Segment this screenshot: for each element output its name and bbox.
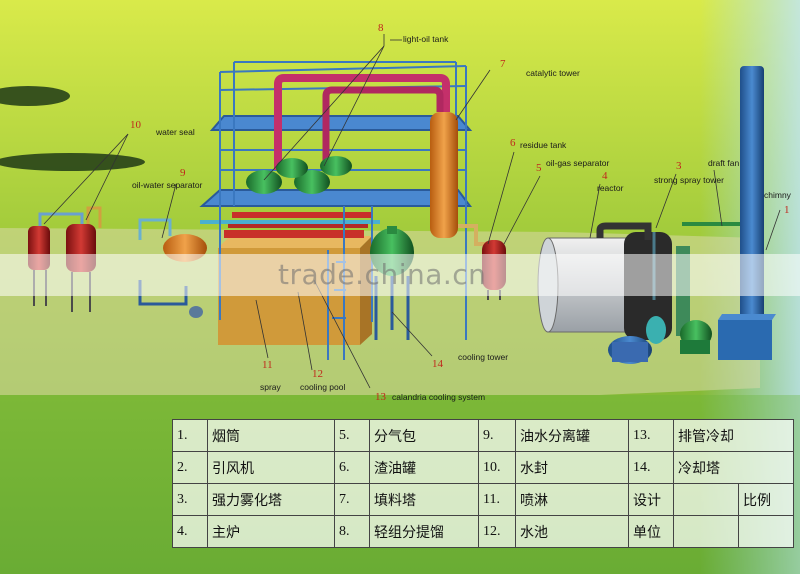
legend-blank (673, 515, 739, 548)
watermark-text: trade.china.cn (278, 258, 487, 291)
catalytic-tower (430, 112, 490, 246)
number-5: 5 (536, 162, 542, 174)
label-reactor: reactor (597, 183, 624, 193)
legend-scale: 比例 (738, 483, 794, 516)
number-13: 13 (375, 391, 386, 403)
label-oil-gas-separator: oil-gas separator (546, 158, 610, 168)
legend-item: 冷却塔 (673, 451, 794, 484)
number-1: 1 (784, 204, 790, 216)
legend-item: 填料塔 (369, 483, 479, 516)
legend-row: 1. 烟筒 5. 分气包 9. 油水分离罐 13. 排管冷却 (172, 419, 794, 452)
legend-number: 5. (334, 419, 370, 452)
legend-number: 11. (478, 483, 516, 516)
legend-unit: 单位 (628, 515, 674, 548)
legend-item: 渣油罐 (369, 451, 479, 484)
legend-item: 分气包 (369, 419, 479, 452)
legend-item: 水池 (515, 515, 629, 548)
legend-blank (673, 483, 739, 516)
number-3: 3 (676, 160, 682, 172)
legend-number: 14. (628, 451, 674, 484)
legend-item: 轻组分提馏 (369, 515, 479, 548)
legend-item: 烟筒 (207, 419, 335, 452)
legend-design: 设计 (628, 483, 674, 516)
legend-item: 排管冷却 (673, 419, 794, 452)
legend-row: 3. 强力雾化塔 7. 填料塔 11. 喷淋 设计 比例 (172, 483, 794, 516)
number-7: 7 (500, 58, 506, 70)
number-11: 11 (262, 359, 273, 371)
number-4: 4 (602, 170, 608, 182)
label-spray: spray (260, 382, 281, 392)
legend-number: 8. (334, 515, 370, 548)
watermark-band: trade.china.cn (0, 254, 800, 296)
number-9: 9 (180, 167, 186, 179)
legend-item: 引风机 (207, 451, 335, 484)
leader-lines (43, 34, 781, 389)
legend-number: 12. (478, 515, 516, 548)
label-light-oil-tank: light-oil tank (403, 34, 449, 44)
label-residue-tank: residue tank (520, 140, 567, 150)
label-cooling-pool: cooling pool (300, 382, 346, 392)
legend-row: 2. 引风机 6. 渣油罐 10. 水封 14. 冷却塔 (172, 451, 794, 484)
legend-number: 2. (172, 451, 208, 484)
label-strong-spray-tower: strong spray tower (654, 175, 724, 185)
draft-fan (646, 316, 712, 354)
label-draft-fan: draft fan (708, 158, 740, 168)
number-6: 6 (510, 137, 516, 149)
number-14: 14 (432, 358, 443, 370)
legend-number: 3. (172, 483, 208, 516)
legend-number: 13. (628, 419, 674, 452)
legend-item: 水封 (515, 451, 629, 484)
legend-item: 油水分离罐 (515, 419, 629, 452)
label-water-seal: water seal (156, 127, 195, 137)
legend-item: 强力雾化塔 (207, 483, 335, 516)
legend-row: 4. 主炉 8. 轻组分提馏 12. 水池 单位 (172, 515, 794, 548)
number-10: 10 (130, 119, 141, 131)
label-chimny: chimny (764, 190, 791, 200)
legend-table: 1. 烟筒 5. 分气包 9. 油水分离罐 13. 排管冷却 2. 引风机 6.… (172, 419, 794, 548)
number-12: 12 (312, 368, 323, 380)
label-cooling-tower: cooling tower (458, 352, 509, 362)
legend-number: 6. (334, 451, 370, 484)
calandria-pipes (200, 212, 380, 238)
legend-number: 10. (478, 451, 516, 484)
legend-number: 4. (172, 515, 208, 548)
label-calandria-cooling-system: calandria cooling system (392, 392, 486, 402)
legend-item: 喷淋 (515, 483, 629, 516)
legend-number: 1. (172, 419, 208, 452)
legend-number: 7. (334, 483, 370, 516)
number-8: 8 (378, 22, 384, 34)
label-oil-water-separator: oil-water separator (132, 180, 203, 190)
light-oil-tank (246, 74, 450, 194)
legend-item: 主炉 (207, 515, 335, 548)
label-catalytic-tower: catalytic tower (526, 68, 580, 78)
legend-blank (738, 515, 794, 548)
legend-number: 9. (478, 419, 516, 452)
